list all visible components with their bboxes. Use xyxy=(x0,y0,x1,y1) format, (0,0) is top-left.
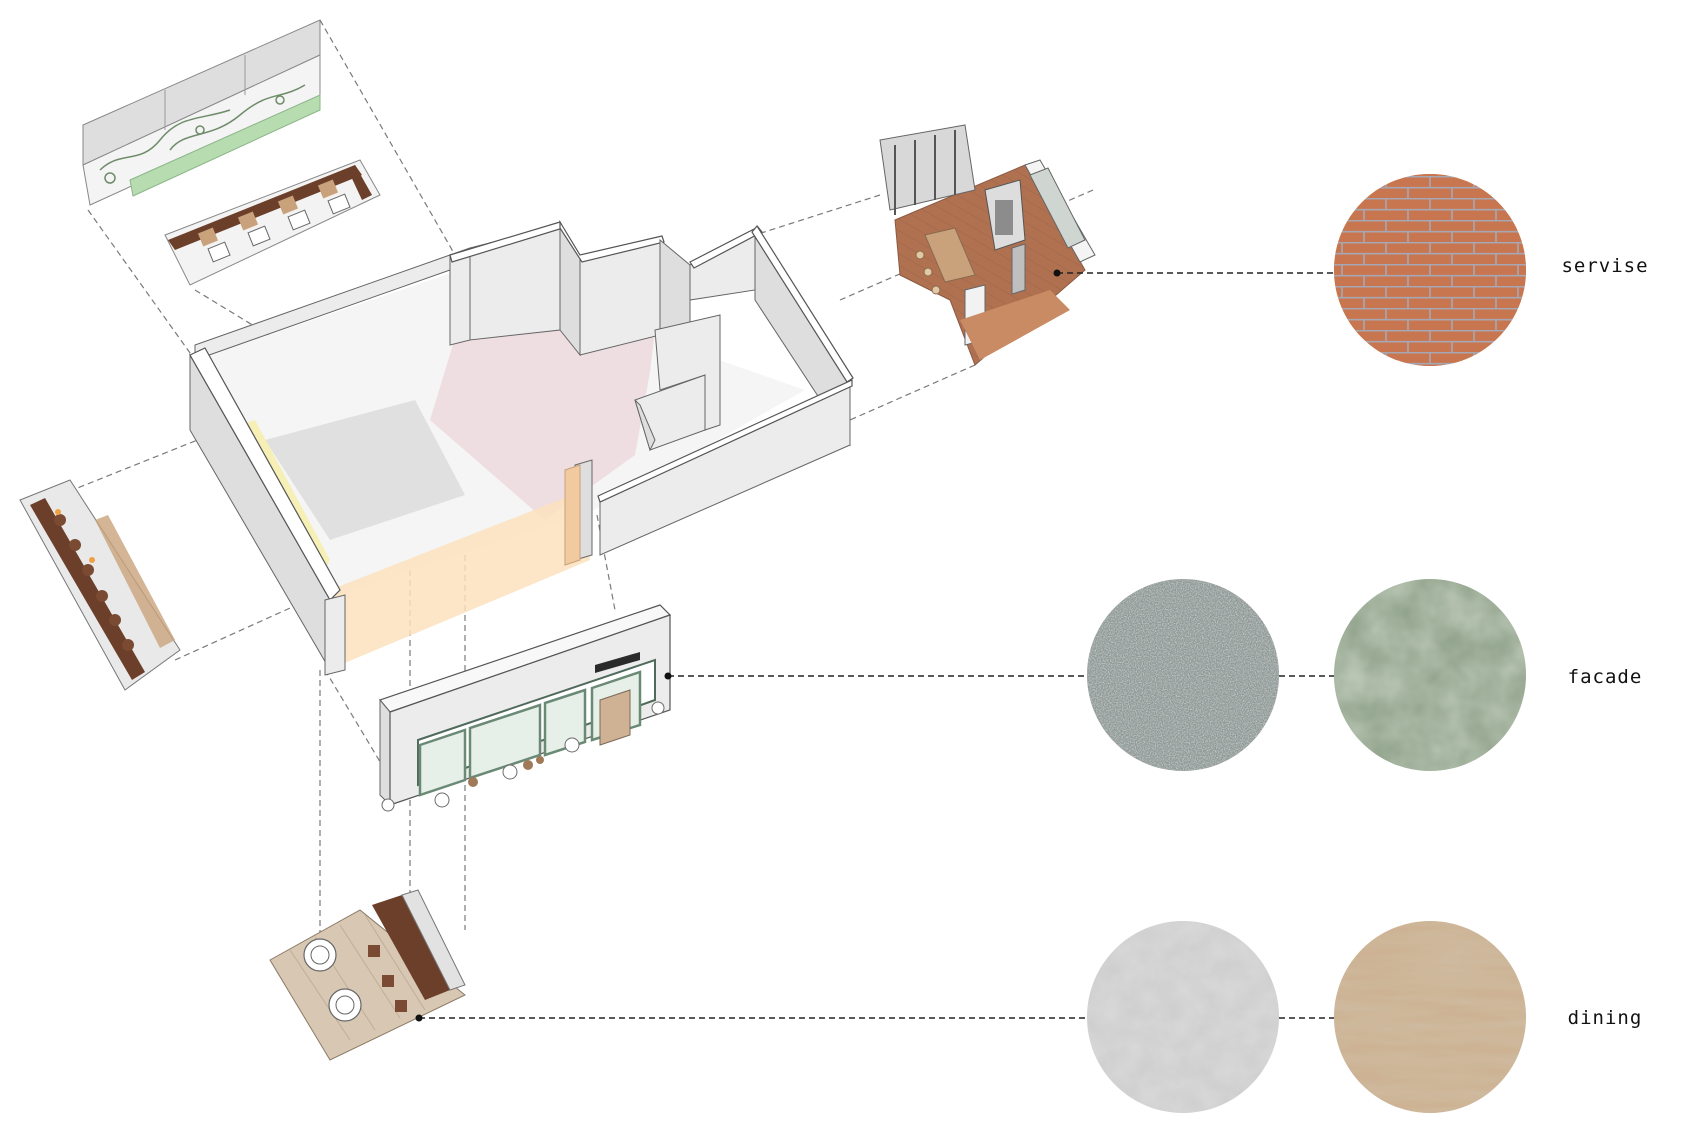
material-swatch-terracotta-brick xyxy=(1334,174,1526,366)
kitchen-zone-floor xyxy=(430,310,655,520)
grey-floor-zone xyxy=(265,400,465,540)
exploded-service-module xyxy=(879,124,1096,366)
exploded-banquette-top xyxy=(164,159,381,286)
main-building-shell xyxy=(189,219,854,676)
material-swatch-green-plaster xyxy=(1334,579,1526,771)
label-servise: servise xyxy=(1561,255,1648,277)
label-dining: dining xyxy=(1568,1007,1643,1029)
material-swatch-light-concrete xyxy=(1087,921,1279,1113)
facade-volume xyxy=(378,604,672,812)
exploded-left-seating xyxy=(19,479,181,691)
leader-lines xyxy=(415,269,1334,1022)
exploded-wall-graphic xyxy=(82,19,321,206)
material-swatch-grey-terrazzo xyxy=(1087,579,1279,771)
entrance-zone-floor xyxy=(330,490,590,665)
label-facade: facade xyxy=(1568,666,1643,688)
material-swatch-travertine xyxy=(1334,921,1526,1113)
exploded-dining-module xyxy=(269,889,466,1061)
